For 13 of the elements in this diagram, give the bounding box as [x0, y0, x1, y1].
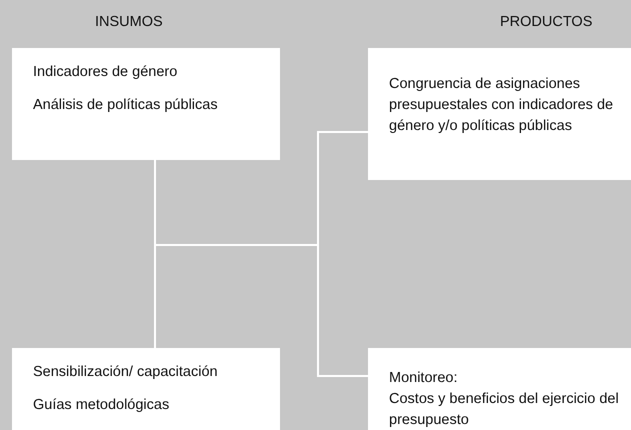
box-text: Congruencia de asignaciones presupuestales con indicadores de género y/o políticas públicas	[389, 75, 614, 136]
text-box	[368, 348, 631, 430]
box-text: Indicadores de género	[33, 63, 178, 82]
column-heading: PRODUCTOS	[500, 14, 592, 30]
box-text: Análisis de políticas públicas	[33, 96, 219, 115]
box-text: Guías metodológicas	[33, 396, 170, 415]
box-text: Sensibilización/ capacitación	[33, 363, 219, 382]
text-box	[12, 348, 280, 430]
text-box	[12, 48, 280, 160]
text-box	[368, 48, 631, 180]
column-heading: INSUMOS	[95, 14, 163, 30]
box-text: Costos y beneficios del ejercicio del presupuesto	[389, 390, 620, 430]
box-text: Monitoreo:	[389, 369, 459, 388]
